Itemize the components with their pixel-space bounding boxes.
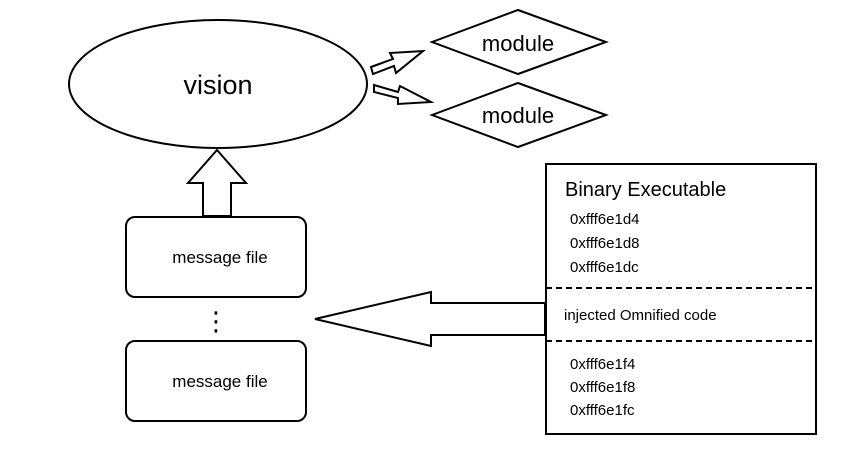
message-file-box-1: message file [125, 216, 307, 298]
binary-executable-title: Binary Executable [565, 179, 726, 201]
binary-executable-box: Binary Executable 0xfff6e1d4 0xfff6e1d8 … [545, 163, 817, 435]
vision-node: vision [68, 19, 368, 149]
address-line: 0xfff6e1f8 [570, 379, 635, 396]
message-file-2-label: message file [172, 372, 267, 391]
message-file-to-vision-arrow [185, 148, 249, 217]
address-line: 0xfff6e1d4 [570, 211, 640, 228]
vision-to-module-2-arrow [373, 83, 435, 106]
message-file-box-2: message file [125, 340, 307, 422]
address-line: 0xfff6e1fc [570, 402, 635, 419]
vertical-ellipsis: ⋮ [203, 306, 229, 336]
address-line: 0xfff6e1d8 [570, 235, 640, 252]
address-line: 0xfff6e1f4 [570, 356, 635, 373]
message-file-1-label: message file [172, 248, 267, 267]
module-node-1: module [429, 8, 609, 76]
module-1-label: module [482, 31, 554, 56]
vision-to-module-1-arrow [369, 49, 427, 76]
injected-code-to-message-arrow [314, 290, 546, 348]
module-2-label: module [482, 103, 554, 128]
vision-label: vision [183, 70, 252, 100]
address-line: 0xfff6e1dc [570, 259, 639, 276]
injected-code-label: injected Omnified code [564, 307, 717, 324]
module-node-2: module [429, 81, 609, 149]
